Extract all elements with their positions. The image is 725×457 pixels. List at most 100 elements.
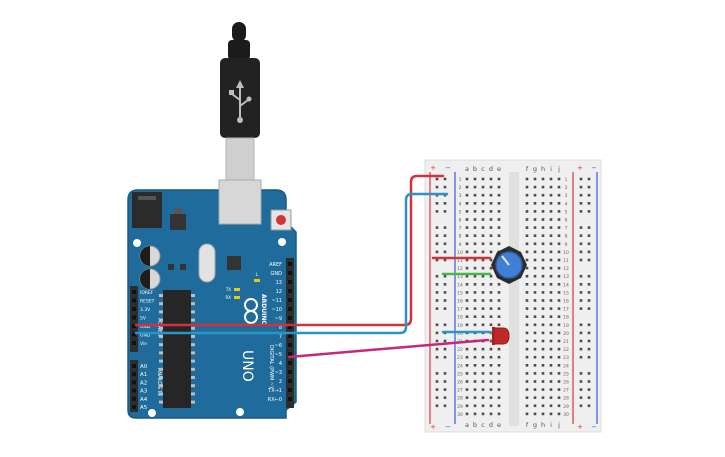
breadboard-hole[interactable] — [525, 234, 529, 237]
breadboard-hole[interactable] — [489, 364, 493, 367]
breadboard-hole[interactable] — [465, 185, 469, 189]
breadboard-hole[interactable] — [465, 202, 469, 205]
header-pin[interactable] — [288, 280, 292, 284]
breadboard-hole[interactable] — [541, 291, 545, 294]
rail-hole[interactable] — [443, 404, 447, 408]
breadboard-hole[interactable] — [549, 355, 553, 359]
breadboard-hole[interactable] — [557, 202, 561, 205]
header-pin[interactable] — [288, 379, 292, 383]
rail-hole[interactable] — [443, 185, 447, 189]
breadboard-hole[interactable] — [541, 193, 545, 197]
breadboard-hole[interactable] — [525, 266, 529, 270]
breadboard-hole[interactable] — [481, 266, 485, 270]
breadboard-hole[interactable] — [473, 210, 477, 213]
rail-hole[interactable] — [443, 388, 447, 391]
breadboard-hole[interactable] — [525, 242, 529, 246]
breadboard-hole[interactable] — [525, 339, 529, 343]
breadboard-hole[interactable] — [525, 396, 529, 399]
rail-hole[interactable] — [579, 355, 583, 359]
breadboard-hole[interactable] — [465, 283, 469, 286]
breadboard-hole[interactable] — [473, 218, 477, 221]
rail-hole[interactable] — [587, 291, 591, 294]
breadboard-hole[interactable] — [549, 396, 553, 399]
breadboard-hole[interactable] — [549, 299, 553, 302]
breadboard-hole[interactable] — [557, 323, 561, 327]
breadboard-hole[interactable] — [497, 283, 501, 286]
rail-hole[interactable] — [435, 339, 439, 343]
breadboard-hole[interactable] — [465, 307, 469, 310]
breadboard-hole[interactable] — [549, 242, 553, 246]
breadboard-hole[interactable] — [473, 177, 477, 181]
breadboard-hole[interactable] — [473, 202, 477, 205]
arduino-uno-board[interactable]: TX RX L ARDUINO UNO DIGITAL (PWM ~) POWE… — [127, 179, 297, 419]
rail-hole[interactable] — [443, 283, 447, 286]
breadboard-hole[interactable] — [557, 412, 561, 416]
breadboard-hole[interactable] — [541, 177, 545, 181]
breadboard-hole[interactable] — [533, 177, 537, 181]
breadboard-hole[interactable] — [533, 372, 537, 375]
breadboard-hole[interactable] — [549, 364, 553, 367]
rail-hole[interactable] — [587, 372, 591, 375]
rail-hole[interactable] — [587, 258, 591, 262]
breadboard-hole[interactable] — [497, 347, 501, 351]
rail-hole[interactable] — [579, 323, 583, 327]
breadboard-hole[interactable] — [489, 412, 493, 416]
header-pin[interactable] — [288, 262, 292, 266]
breadboard-hole[interactable] — [473, 299, 477, 302]
breadboard-hole[interactable] — [549, 307, 553, 310]
breadboard-hole[interactable] — [481, 258, 485, 262]
breadboard-hole[interactable] — [481, 193, 485, 197]
header-pin[interactable] — [132, 307, 136, 311]
breadboard-hole[interactable] — [481, 388, 485, 391]
breadboard-hole[interactable] — [481, 372, 485, 375]
header-pin[interactable] — [132, 298, 136, 303]
breadboard-hole[interactable] — [533, 315, 537, 318]
breadboard-hole[interactable] — [525, 226, 529, 229]
rail-hole[interactable] — [435, 372, 439, 375]
breadboard-hole[interactable] — [481, 242, 485, 246]
breadboard-hole[interactable] — [465, 299, 469, 302]
breadboard-hole[interactable] — [557, 380, 561, 383]
breadboard-hole[interactable] — [533, 210, 537, 213]
rail-hole[interactable] — [443, 250, 447, 254]
breadboard-hole[interactable] — [541, 307, 545, 310]
rail-hole[interactable] — [587, 210, 591, 213]
breadboard-hole[interactable] — [481, 291, 485, 294]
rail-hole[interactable] — [587, 242, 591, 246]
rail-hole[interactable] — [587, 202, 591, 205]
rail-hole[interactable] — [443, 291, 447, 294]
breadboard-hole[interactable] — [557, 274, 561, 278]
breadboard-hole[interactable] — [473, 242, 477, 246]
breadboard-hole[interactable] — [481, 315, 485, 318]
breadboard-hole[interactable] — [533, 266, 537, 270]
breadboard-hole[interactable] — [465, 404, 469, 408]
rail-hole[interactable] — [579, 177, 583, 181]
breadboard-hole[interactable] — [557, 226, 561, 229]
breadboard-hole[interactable] — [533, 218, 537, 221]
breadboard-hole[interactable] — [473, 380, 477, 383]
breadboard-hole[interactable] — [497, 323, 501, 327]
rail-hole[interactable] — [443, 396, 447, 399]
breadboard-hole[interactable] — [481, 177, 485, 181]
breadboard-hole[interactable] — [481, 380, 485, 383]
rail-hole[interactable] — [579, 299, 583, 302]
breadboard-hole[interactable] — [489, 323, 493, 327]
wire-red-5v[interactable] — [134, 174, 445, 327]
breadboard-hole[interactable] — [549, 380, 553, 383]
breadboard-hole[interactable] — [533, 202, 537, 205]
rail-hole[interactable] — [443, 307, 447, 310]
breadboard-hole[interactable] — [525, 355, 529, 359]
breadboard-hole[interactable] — [481, 323, 485, 327]
breadboard-hole[interactable] — [489, 396, 493, 399]
header-pin[interactable] — [288, 388, 292, 392]
breadboard-hole[interactable] — [533, 283, 537, 286]
breadboard-hole[interactable] — [525, 372, 529, 375]
usb-b-port[interactable] — [218, 179, 262, 225]
breadboard-hole[interactable] — [473, 364, 477, 367]
breadboard-hole[interactable] — [489, 218, 493, 221]
rail-hole[interactable] — [443, 355, 447, 359]
rail-hole[interactable] — [579, 242, 583, 246]
breadboard-hole[interactable] — [481, 226, 485, 229]
header-pin[interactable] — [288, 307, 292, 311]
breadboard-hole[interactable] — [473, 226, 477, 229]
